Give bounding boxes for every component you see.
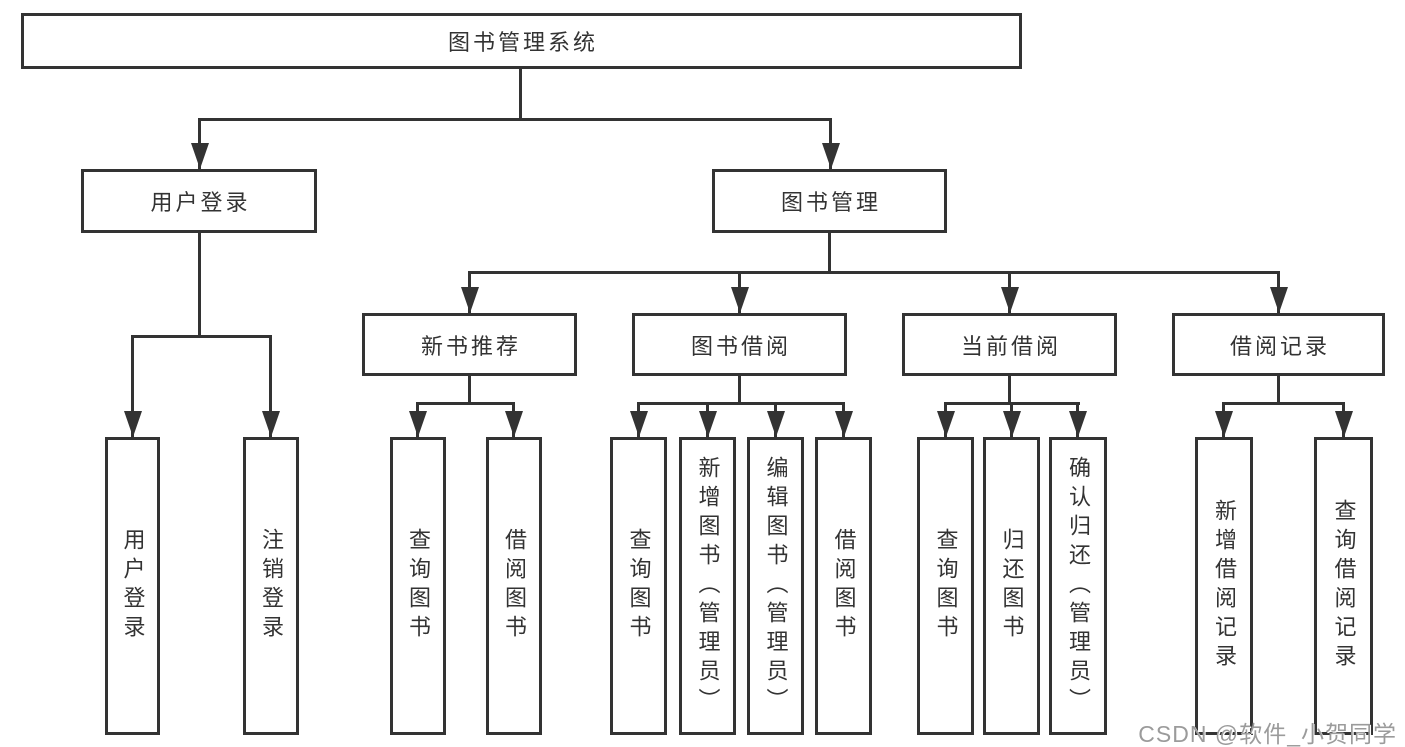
arrow-down-leaf-7 [774, 402, 777, 437]
leaf-borrow-books-recommend: 借阅图书 [486, 437, 542, 735]
leaf-edit-book-admin: 编辑图书（管理员） [747, 437, 804, 735]
leaf-return-book: 归还图书 [983, 437, 1040, 735]
leaf-query-books-borrow: 查询图书 [610, 437, 667, 735]
leaf-query-books-recommend: 查询图书 [390, 437, 446, 735]
connector-mgmt-stem [828, 233, 831, 274]
arrow-down-leaf-4 [512, 402, 515, 437]
arrow-down-to-user-login [198, 118, 201, 169]
arrow-down-leaf-3 [416, 402, 419, 437]
node-library-system: 图书管理系统 [21, 13, 1022, 69]
leaf-borrow-books: 借阅图书 [815, 437, 872, 735]
arrow-down-leaf-13 [1342, 402, 1345, 437]
arrow-down-to-book-mgmt [829, 118, 832, 169]
connector-login-bar [131, 335, 272, 338]
arrow-down-to-login-leaf [131, 335, 134, 437]
arrow-down-leaf-10 [1010, 402, 1013, 437]
arrow-down-to-newbook [468, 271, 471, 313]
connector-records-bar [1222, 402, 1345, 405]
arrow-down-leaf-5 [637, 402, 640, 437]
connector-borrow-stem [738, 376, 741, 405]
node-user-login: 用户登录 [81, 169, 317, 233]
connector-borrow-bar [637, 402, 845, 405]
node-new-book-recommend: 新书推荐 [362, 313, 577, 376]
leaf-query-borrow-record: 查询借阅记录 [1314, 437, 1373, 735]
arrow-down-leaf-11 [1076, 402, 1079, 437]
connector-newbook-stem [468, 376, 471, 405]
connector-login-stem [198, 233, 201, 338]
arrow-down-to-borrow [738, 271, 741, 313]
connector-records-stem [1277, 376, 1280, 405]
node-book-management: 图书管理 [712, 169, 947, 233]
leaf-add-book-admin: 新增图书（管理员） [679, 437, 736, 735]
node-current-borrowing: 当前借阅 [902, 313, 1117, 376]
arrow-down-to-logout-leaf [269, 335, 272, 437]
connector-root-bar [198, 118, 832, 121]
csdn-watermark: CSDN @软件_小贺同学 [1138, 721, 1397, 747]
connector-mgmt-bar [468, 271, 1280, 274]
node-borrow-records: 借阅记录 [1172, 313, 1385, 376]
leaf-logout: 注销登录 [243, 437, 299, 735]
arrow-down-to-records [1277, 271, 1280, 313]
arrow-down-to-current [1008, 271, 1011, 313]
leaf-add-borrow-record: 新增借阅记录 [1195, 437, 1253, 735]
leaf-query-books-current: 查询图书 [917, 437, 974, 735]
connector-root-stem [519, 69, 522, 121]
arrow-down-leaf-8 [842, 402, 845, 437]
arrow-down-leaf-6 [706, 402, 709, 437]
arrow-down-leaf-9 [944, 402, 947, 437]
leaf-confirm-return-admin: 确认归还（管理员） [1049, 437, 1107, 735]
connector-current-stem [1008, 376, 1011, 405]
connector-newbook-bar [416, 402, 515, 405]
node-book-borrowing: 图书借阅 [632, 313, 847, 376]
arrow-down-leaf-12 [1222, 402, 1225, 437]
leaf-user-login: 用户登录 [105, 437, 160, 735]
